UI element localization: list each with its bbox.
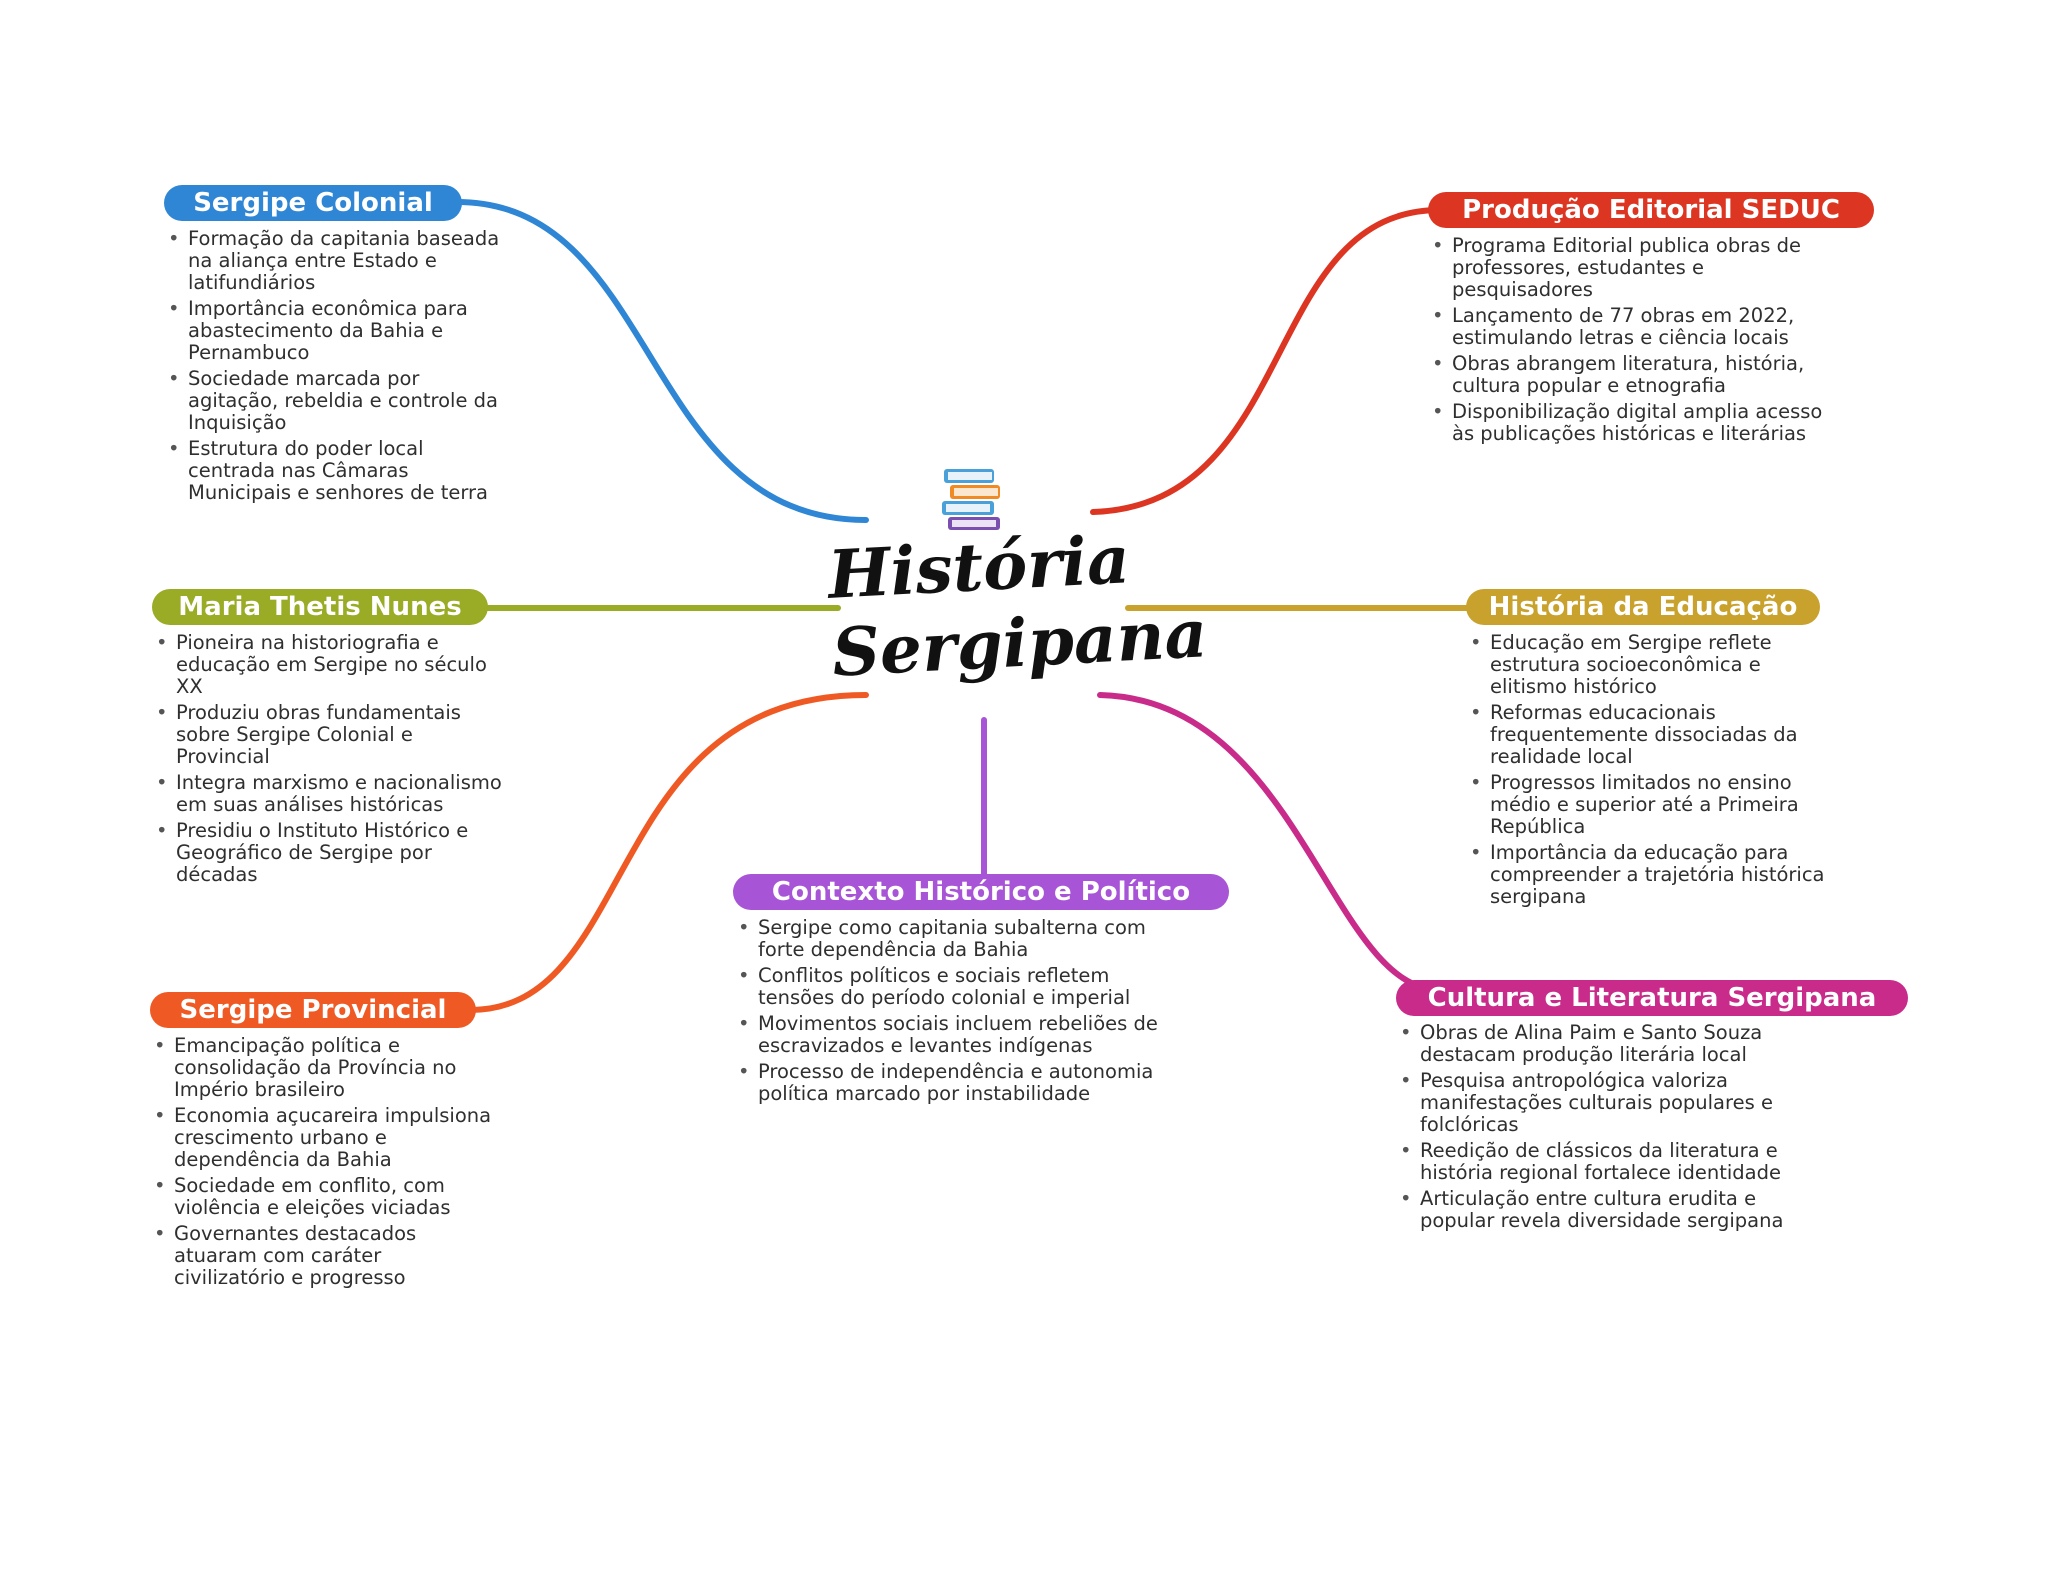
list-item: Disponibilização digital amplia acesso à… bbox=[1430, 401, 1830, 445]
branch-list-sergipe-provincial: Emancipação política e consolidação da P… bbox=[152, 1035, 492, 1293]
list-item: Estrutura do poder local centrada nas Câ… bbox=[166, 438, 506, 504]
list-item: Sergipe como capitania subalterna com fo… bbox=[736, 917, 1176, 961]
branch-list-contexto-historico: Sergipe como capitania subalterna com fo… bbox=[736, 917, 1176, 1109]
branch-title-producao-editorial: Produção Editorial SEDUC bbox=[1428, 192, 1874, 228]
branch-list-historia-educacao: Educação em Sergipe reflete estrutura so… bbox=[1468, 632, 1828, 912]
list-item: Emancipação política e consolidação da P… bbox=[152, 1035, 492, 1101]
branch-title-maria-thetis-nunes: Maria Thetis Nunes bbox=[152, 589, 488, 625]
list-item: Sociedade em conflito, com violência e e… bbox=[152, 1175, 492, 1219]
list-item: Formação da capitania baseada na aliança… bbox=[166, 228, 506, 294]
list-item: Integra marxismo e nacionalismo em suas … bbox=[154, 772, 504, 816]
connector-sergipe-provincial bbox=[467, 692, 869, 1013]
list-item: Reformas educacionais frequentemente dis… bbox=[1468, 702, 1828, 768]
list-item: Pesquisa antropológica valoriza manifest… bbox=[1398, 1070, 1798, 1136]
list-item: Conflitos políticos e sociais refletem t… bbox=[736, 965, 1176, 1009]
branch-title-cultura-literatura: Cultura e Literatura Sergipana bbox=[1396, 980, 1908, 1016]
list-item: Pioneira na historiografia e educação em… bbox=[154, 632, 504, 698]
branch-title-sergipe-colonial: Sergipe Colonial bbox=[164, 185, 462, 221]
list-item: Produziu obras fundamentais sobre Sergip… bbox=[154, 702, 504, 768]
list-item: Importância da educação para compreender… bbox=[1468, 842, 1828, 908]
connector-producao-editorial bbox=[1090, 207, 1443, 515]
list-item: Obras abrangem literatura, história, cul… bbox=[1430, 353, 1830, 397]
list-item: Lançamento de 77 obras em 2022, estimula… bbox=[1430, 305, 1830, 349]
list-item: Progressos limitados no ensino médio e s… bbox=[1468, 772, 1828, 838]
connector-sergipe-colonial bbox=[452, 198, 869, 523]
books-stack-icon bbox=[942, 469, 1000, 530]
list-item: Processo de independência e autonomia po… bbox=[736, 1061, 1176, 1105]
branch-title-sergipe-provincial: Sergipe Provincial bbox=[150, 992, 476, 1028]
list-item: Governantes destacados atuaram com carát… bbox=[152, 1223, 492, 1289]
branch-list-maria-thetis-nunes: Pioneira na historiografia e educação em… bbox=[154, 632, 504, 890]
branch-list-producao-editorial: Programa Editorial publica obras de prof… bbox=[1430, 235, 1830, 449]
list-item: Educação em Sergipe reflete estrutura so… bbox=[1468, 632, 1828, 698]
branch-title-historia-educacao: História da Educação bbox=[1466, 589, 1820, 625]
list-item: Articulação entre cultura erudita e popu… bbox=[1398, 1188, 1798, 1232]
branch-list-sergipe-colonial: Formação da capitania baseada na aliança… bbox=[166, 228, 506, 508]
list-item: Economia açucareira impulsiona crescimen… bbox=[152, 1105, 492, 1171]
list-item: Obras de Alina Paim e Santo Souza destac… bbox=[1398, 1022, 1798, 1066]
branch-title-contexto-historico: Contexto Histórico e Político bbox=[733, 874, 1229, 910]
connector-cultura-literatura bbox=[1097, 692, 1443, 993]
list-item: Sociedade marcada por agitação, rebeldia… bbox=[166, 368, 506, 434]
branch-list-cultura-literatura: Obras de Alina Paim e Santo Souza destac… bbox=[1398, 1022, 1798, 1236]
list-item: Programa Editorial publica obras de prof… bbox=[1430, 235, 1830, 301]
list-item: Importância econômica para abastecimento… bbox=[166, 298, 506, 364]
list-item: Presidiu o Instituto Histórico e Geográf… bbox=[154, 820, 504, 886]
list-item: Reedição de clássicos da literatura e hi… bbox=[1398, 1140, 1798, 1184]
list-item: Movimentos sociais incluem rebeliões de … bbox=[736, 1013, 1176, 1057]
